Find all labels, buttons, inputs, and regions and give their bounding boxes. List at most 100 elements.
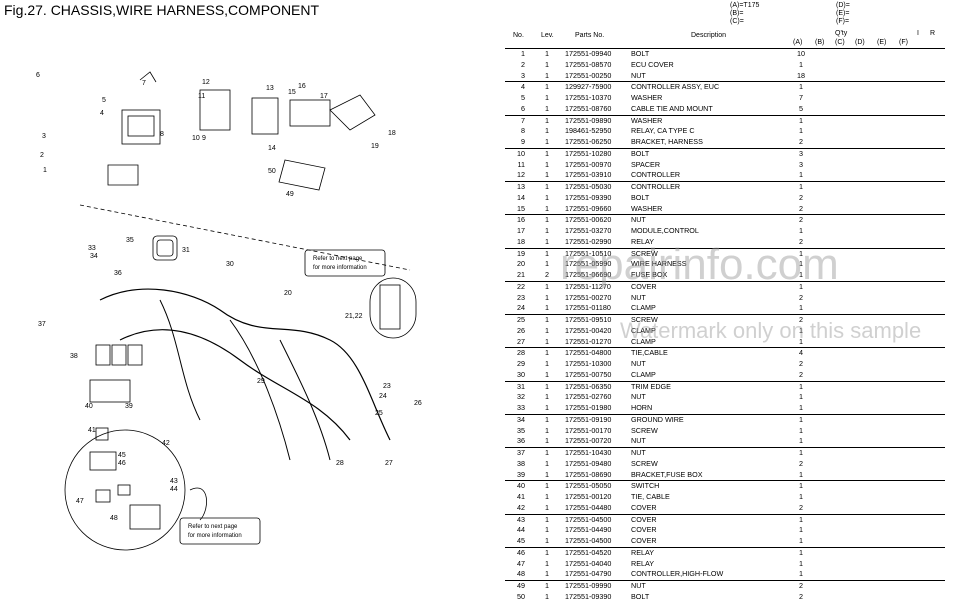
- cell-quantity: 1: [799, 182, 803, 191]
- cell-level: 1: [545, 448, 549, 457]
- cell-part-number: 172551-11270: [565, 281, 611, 291]
- cell-part-number-index: 46: [517, 547, 525, 557]
- fuse-box-bracket: [89, 379, 131, 403]
- cell-description: TIE,CABLE: [631, 348, 668, 358]
- cell-part-number-index: 18: [517, 236, 525, 246]
- cell-description: SCREW: [631, 458, 658, 468]
- cell-part-number-index: 36: [517, 436, 525, 446]
- cell-description: CLAMP: [631, 369, 656, 379]
- cell-part-number: 172551-02990: [565, 236, 612, 246]
- cell-quantity: 1: [799, 569, 803, 579]
- wire-harness: [99, 288, 391, 441]
- callout-label: 16: [298, 83, 306, 90]
- callout-label: 40: [85, 403, 93, 410]
- cell-description: TIE, CABLE: [631, 492, 670, 501]
- cell-level: 1: [545, 248, 549, 258]
- cell-part-number-index: 5: [521, 93, 525, 102]
- cell-level: 1: [545, 93, 549, 102]
- callout-label: 49: [286, 191, 294, 198]
- cell-quantity: 2: [799, 315, 803, 324]
- cell-level: 1: [545, 281, 549, 291]
- cell-part-number: 172551-00620: [565, 215, 612, 225]
- cell-part-number: 172551-04500: [565, 514, 612, 524]
- refer-box-bottom-frame: [179, 517, 261, 545]
- header-col-a: (A): [793, 39, 803, 46]
- cell-part-number: 172551-09510: [565, 315, 612, 324]
- cell-part-number: 172551-02760: [565, 392, 612, 402]
- cell-level: 1: [545, 558, 549, 568]
- header-lev: Lev.: [541, 32, 554, 39]
- callout-label: 5: [102, 97, 106, 104]
- header-no: No.: [513, 32, 524, 39]
- cell-quantity: 1: [799, 536, 803, 545]
- cell-quantity: 1: [799, 59, 803, 69]
- cell-part-number: 172551-10370: [565, 93, 612, 102]
- cell-description: NUT: [631, 392, 646, 402]
- cell-description: WASHER: [631, 203, 663, 213]
- cell-quantity: 1: [799, 281, 803, 291]
- cell-description: CONTROLLER ASSY, EUC: [631, 82, 720, 92]
- cell-level: 1: [545, 203, 549, 213]
- cell-part-number-index: 17: [517, 226, 525, 235]
- cell-level: 1: [545, 381, 549, 391]
- cell-description: BRACKET,FUSE BOX: [631, 469, 703, 479]
- cell-level: 1: [545, 492, 549, 501]
- cell-description: MODULE,CONTROL: [631, 226, 699, 235]
- refer-top-line2: for more information: [313, 265, 367, 271]
- cell-quantity: 1: [799, 115, 803, 125]
- cell-description: NUT: [631, 436, 646, 446]
- cell-part-number-index: 34: [517, 414, 525, 424]
- cell-part-number: 172551-05050: [565, 481, 612, 491]
- cell-level: 1: [545, 315, 549, 324]
- cell-description: SPACER: [631, 159, 661, 169]
- cell-part-number-index: 30: [517, 369, 525, 379]
- cell-part-number-index: 39: [517, 469, 525, 479]
- cell-quantity: 4: [799, 348, 803, 358]
- cell-level: 1: [545, 369, 549, 379]
- cell-part-number-index: 4: [521, 82, 525, 92]
- cell-quantity: 2: [799, 192, 803, 202]
- cell-part-number: 172551-05990: [565, 259, 612, 269]
- controller-13: [251, 97, 279, 135]
- header-qty: Q'ty: [835, 30, 848, 37]
- cell-description: COVER: [631, 281, 657, 291]
- cell-quantity: 2: [799, 502, 803, 512]
- cell-quantity: 3: [799, 159, 803, 169]
- callout-label: 14: [268, 145, 276, 152]
- model-c: (C)=: [730, 18, 744, 25]
- cell-part-number: 172551-04800: [565, 348, 612, 358]
- cell-level: 1: [545, 536, 549, 545]
- cell-level: 1: [545, 458, 549, 468]
- callout-label: 45: [118, 452, 126, 459]
- callout-label: 2: [40, 152, 44, 159]
- refer-bottom-line2: for more information: [188, 533, 242, 539]
- callout-label: 26: [414, 400, 422, 407]
- cell-part-number-index: 8: [521, 126, 525, 136]
- cell-description: BOLT: [631, 148, 650, 158]
- cell-part-number-index: 19: [517, 248, 525, 258]
- relay-8: [107, 164, 139, 186]
- cell-part-number-index: 1: [521, 49, 525, 58]
- cell-part-number-index: 11: [517, 159, 525, 169]
- cell-quantity: 2: [799, 591, 803, 601]
- cell-level: 1: [545, 359, 549, 368]
- cell-part-number-index: 3: [521, 70, 525, 80]
- callout-label: 38: [70, 353, 78, 360]
- cell-description: CLAMP: [631, 303, 656, 313]
- callout-label: 42: [162, 440, 170, 447]
- cell-part-number: 172551-05030: [565, 182, 612, 191]
- cell-level: 1: [545, 226, 549, 235]
- cell-part-number-index: 15: [517, 203, 525, 213]
- cell-level: 1: [545, 425, 549, 435]
- cell-level: 1: [545, 414, 549, 424]
